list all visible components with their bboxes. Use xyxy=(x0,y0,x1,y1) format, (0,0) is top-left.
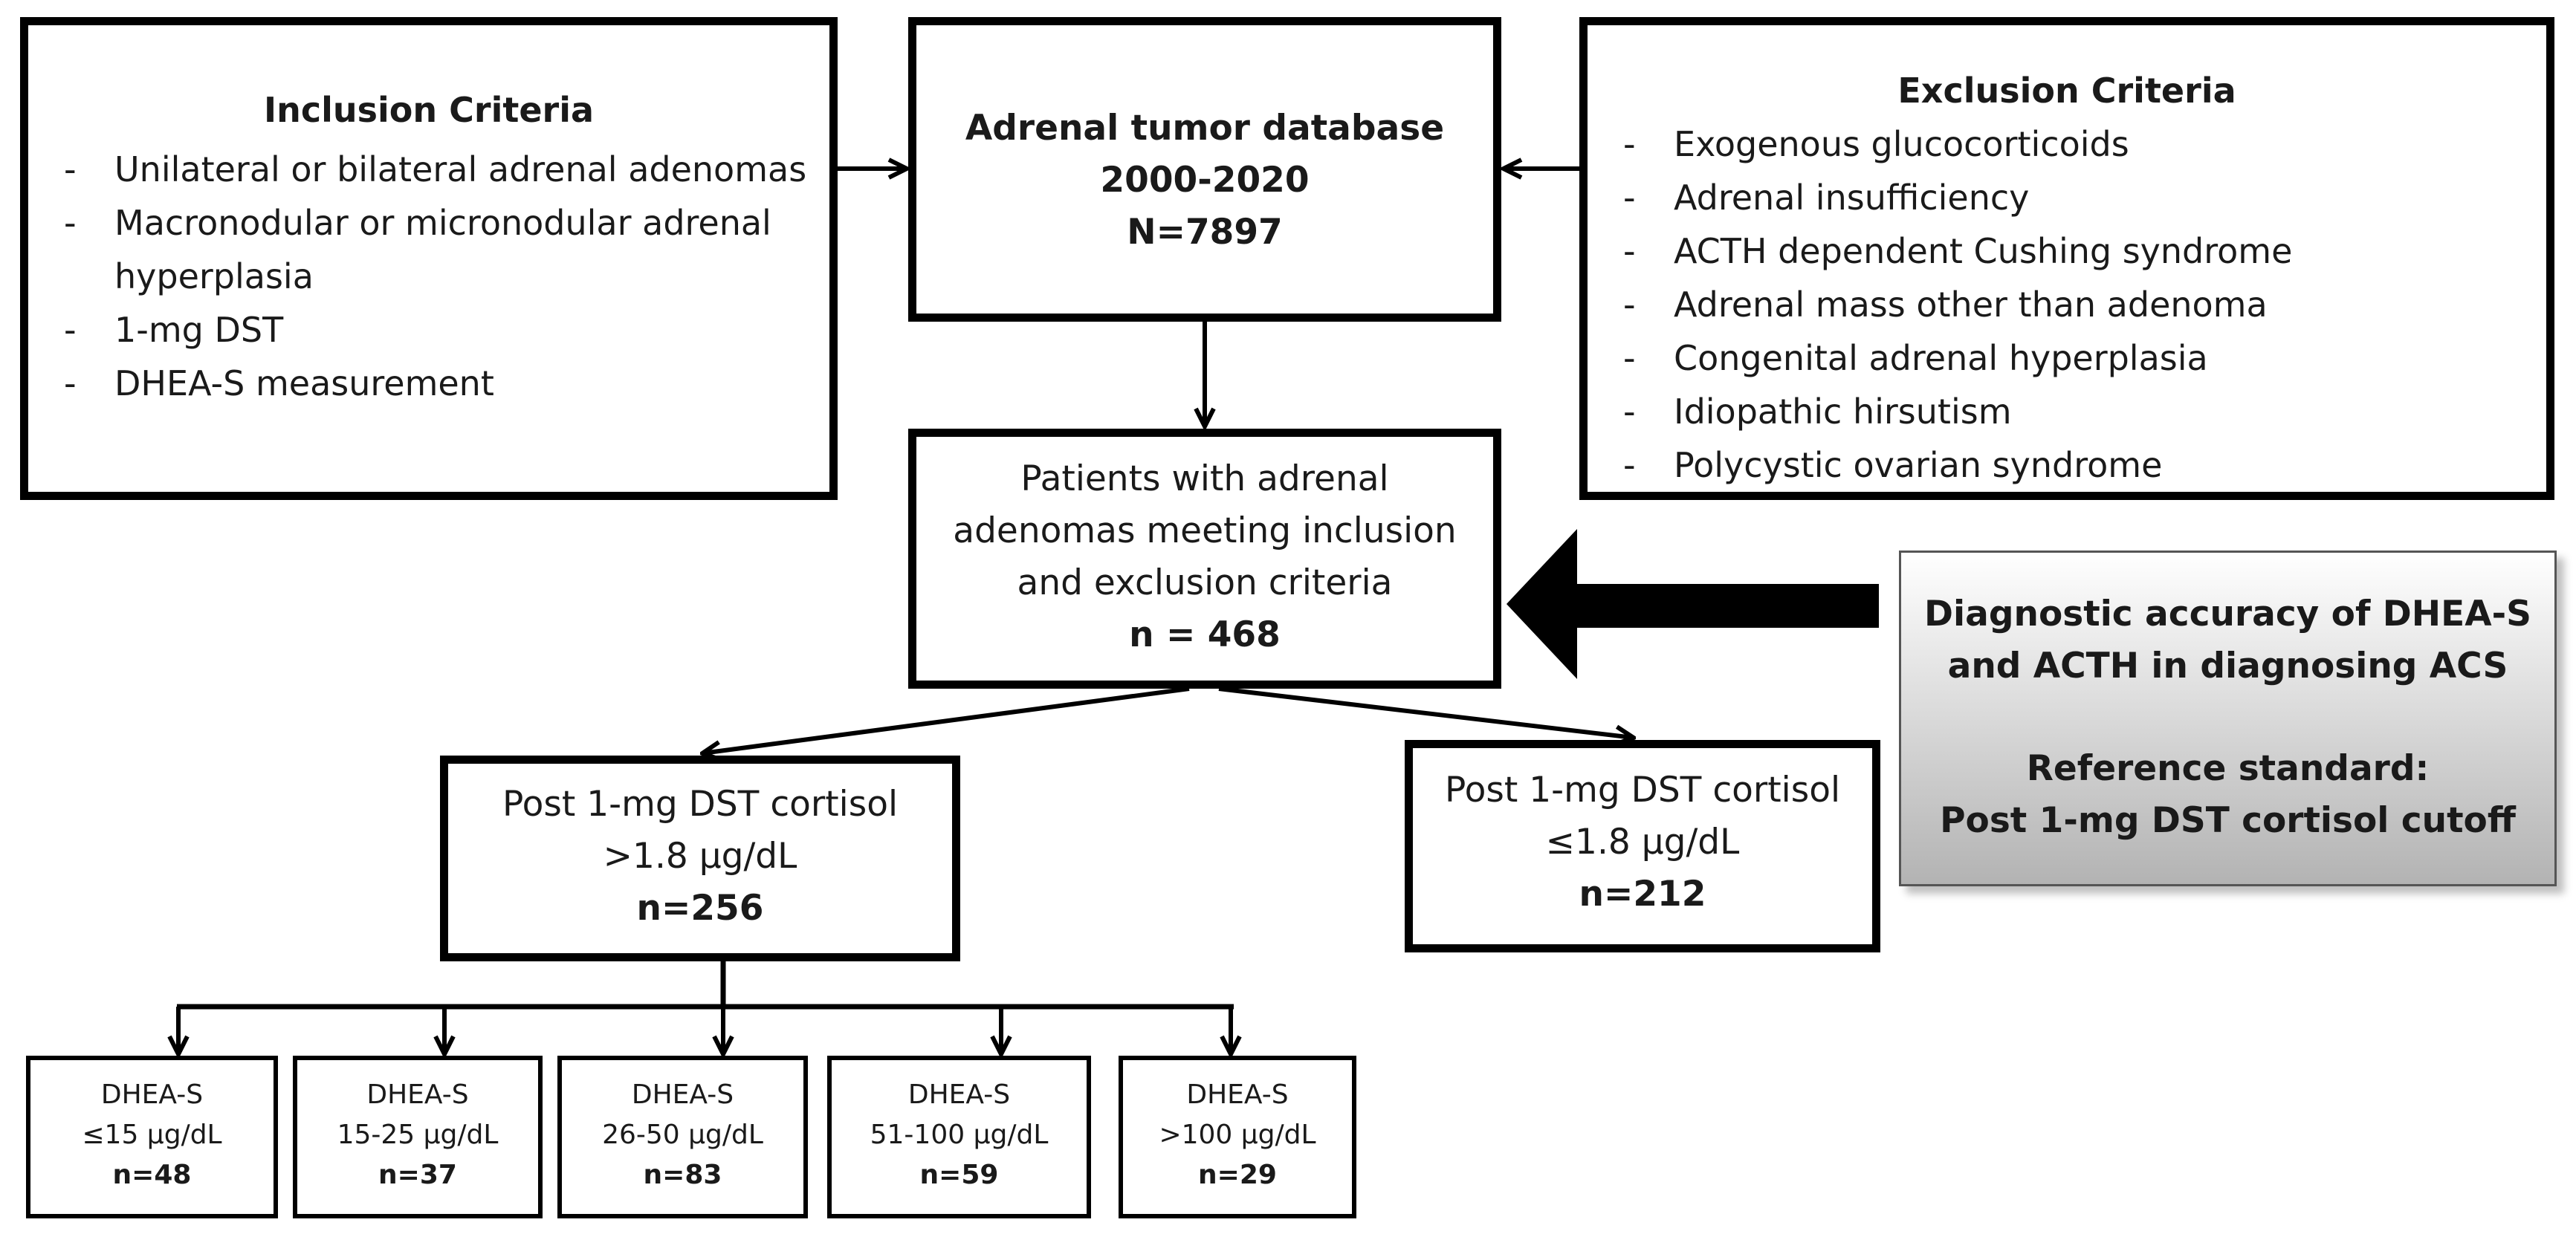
subgroup-count: n=59 xyxy=(919,1160,999,1190)
dheas-subgroup-box: DHEA-S 26-50 µg/dL n=83 xyxy=(557,1056,808,1218)
reference-line: Diagnostic accuracy of DHEA-S xyxy=(1924,594,2531,634)
database-box: Adrenal tumor database 2000-2020 N=7897 xyxy=(908,17,1501,322)
low-cortisol-threshold: ≤1.8 µg/dL xyxy=(1545,822,1740,863)
dheas-subgroup-box: DHEA-S 15-25 µg/dL n=37 xyxy=(293,1056,543,1218)
subgroup-count: n=29 xyxy=(1198,1160,1277,1190)
exclusion-item: ACTH dependent Cushing syndrome xyxy=(1623,224,2546,278)
subgroup-label: DHEA-S xyxy=(631,1079,734,1110)
subgroup-range: 15-25 µg/dL xyxy=(337,1120,499,1150)
exclusion-item: Congenital adrenal hyperplasia xyxy=(1623,331,2546,385)
arrow-patients-to-high xyxy=(702,686,1190,753)
inclusion-item: Macronodular or micronodular adrenal hyp… xyxy=(64,196,829,303)
exclusion-item: Idiopathic hirsutism xyxy=(1623,385,2546,438)
subgroup-range: 51-100 µg/dL xyxy=(870,1120,1049,1150)
exclusion-item: Adrenal mass other than adenoma xyxy=(1623,278,2546,331)
inclusion-list: Unilateral or bilateral adrenal adenomas… xyxy=(64,143,829,410)
subgroup-count: n=48 xyxy=(112,1160,192,1190)
reference-line: Reference standard: xyxy=(2026,748,2430,789)
dheas-subgroup-box: DHEA-S >100 µg/dL n=29 xyxy=(1119,1056,1356,1218)
exclusion-item: Polycystic ovarian syndrome xyxy=(1623,438,2546,492)
low-cortisol-count: n=212 xyxy=(1579,874,1706,915)
arrow-patients-to-low xyxy=(1218,686,1634,738)
subgroup-label: DHEA-S xyxy=(1186,1079,1289,1110)
patients-count: n = 468 xyxy=(1129,614,1281,655)
subgroup-range: ≤15 µg/dL xyxy=(82,1120,222,1150)
reference-line: and ACTH in diagnosing ACS xyxy=(1947,646,2508,686)
subgroup-range: 26-50 µg/dL xyxy=(602,1120,763,1150)
exclusion-item: Exogenous glucocorticoids xyxy=(1623,117,2546,171)
dheas-subgroup-box: DHEA-S ≤15 µg/dL n=48 xyxy=(26,1056,278,1218)
reference-standard-box: Diagnostic accuracy of DHEA-S and ACTH i… xyxy=(1899,551,2557,886)
subgroup-range: >100 µg/dL xyxy=(1159,1120,1316,1150)
exclusion-criteria-box: Exclusion Criteria Exogenous glucocortic… xyxy=(1579,17,2554,500)
exclusion-title: Exclusion Criteria xyxy=(1897,71,2236,111)
subgroup-label: DHEA-S xyxy=(907,1079,1011,1110)
patients-line: adenomas meeting inclusion xyxy=(953,510,1457,551)
patients-line: Patients with adrenal xyxy=(1020,458,1389,499)
subgroup-label: DHEA-S xyxy=(100,1079,204,1110)
high-cortisol-label: Post 1-mg DST cortisol xyxy=(502,784,899,825)
inclusion-criteria-box: Inclusion Criteria Unilateral or bilater… xyxy=(20,17,838,500)
high-cortisol-threshold: >1.8 µg/dL xyxy=(603,836,797,877)
database-count: N=7897 xyxy=(1127,212,1283,253)
big-arrow xyxy=(1507,529,1879,679)
low-cortisol-box: Post 1-mg DST cortisol ≤1.8 µg/dL n=212 xyxy=(1405,740,1880,952)
eligible-patients-box: Patients with adrenal adenomas meeting i… xyxy=(908,429,1501,689)
inclusion-item: DHEA-S measurement xyxy=(64,357,829,410)
dheas-subgroup-box: DHEA-S 51-100 µg/dL n=59 xyxy=(827,1056,1091,1218)
inclusion-title: Inclusion Criteria xyxy=(263,90,595,130)
inclusion-item: Unilateral or bilateral adrenal adenomas xyxy=(64,143,829,196)
database-title: Adrenal tumor database xyxy=(965,108,1445,149)
inclusion-item: 1-mg DST xyxy=(64,303,829,357)
high-cortisol-count: n=256 xyxy=(636,888,764,929)
low-cortisol-label: Post 1-mg DST cortisol xyxy=(1444,770,1841,811)
exclusion-item: Adrenal insufficiency xyxy=(1623,171,2546,224)
subgroup-count: n=37 xyxy=(378,1160,457,1190)
subgroup-label: DHEA-S xyxy=(366,1079,469,1110)
high-cortisol-box: Post 1-mg DST cortisol >1.8 µg/dL n=256 xyxy=(440,756,960,961)
database-years: 2000-2020 xyxy=(1100,160,1310,201)
subgroup-count: n=83 xyxy=(643,1160,722,1190)
patients-line: and exclusion criteria xyxy=(1017,562,1393,603)
reference-line: Post 1-mg DST cortisol cutoff xyxy=(1940,800,2516,841)
exclusion-list: Exogenous glucocorticoids Adrenal insuff… xyxy=(1623,117,2546,492)
